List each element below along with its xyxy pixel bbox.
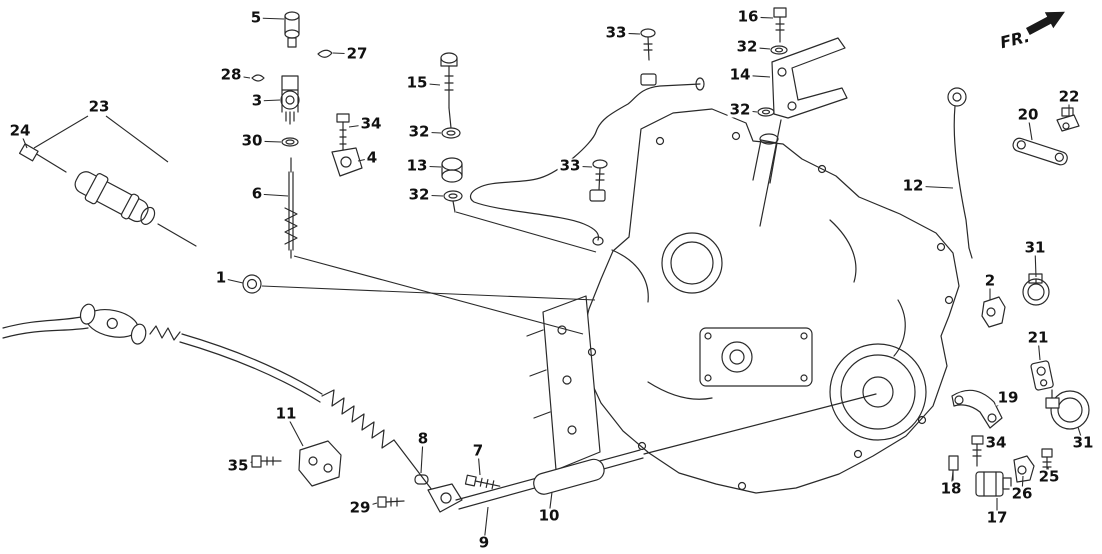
part-callout: 32 [734, 37, 760, 56]
part-callout: 20 [1015, 105, 1041, 124]
part-callout: 28 [218, 65, 244, 84]
part-callout: 32 [406, 185, 432, 204]
fr-direction-arrow-icon [1025, 11, 1065, 36]
part-callout: 4 [364, 148, 380, 167]
part-callout: 22 [1056, 87, 1082, 106]
part-callout: 23 [86, 97, 112, 116]
part-callout: 3 [249, 91, 265, 110]
part-callout: 21 [1025, 328, 1051, 347]
part-callout: 30 [239, 131, 265, 150]
part-callout: 12 [900, 176, 926, 195]
part-callout: 9 [476, 533, 492, 552]
part-callout: 10 [536, 506, 562, 525]
part-callout: 31 [1022, 238, 1048, 257]
transmission-case [526, 108, 960, 494]
part-callout: 33 [557, 156, 583, 175]
part-callout: 29 [347, 498, 373, 517]
part-callout: 1 [213, 268, 229, 287]
control-shaft-parts [251, 11, 363, 259]
part-callout: 6 [249, 184, 265, 203]
part-callout: 11 [273, 404, 299, 423]
part-callout: 14 [727, 65, 753, 84]
part-callout: 32 [727, 100, 753, 119]
bolt-15-washer-stack [440, 52, 463, 213]
dipstick [947, 87, 973, 259]
part-callout: 25 [1036, 467, 1062, 486]
part-callout: 35 [225, 456, 251, 475]
part-callout: 31 [1070, 433, 1096, 452]
breather-pipe [469, 28, 705, 246]
shift-cable [2, 303, 433, 491]
part-callout: 2 [982, 271, 998, 290]
throttle-cable-assembly [18, 143, 197, 247]
linkage-bracket-parts [948, 389, 1053, 497]
part-callout: 26 [1009, 484, 1035, 503]
part-callout: 5 [248, 8, 264, 27]
clamp-and-lever-parts [981, 107, 1090, 430]
part-callout: 7 [470, 441, 486, 460]
part-callout: 13 [404, 156, 430, 175]
part-callout: 18 [938, 479, 964, 498]
shift-rod-parts [242, 274, 877, 513]
part-callout: 34 [983, 433, 1009, 452]
part-callout: 34 [358, 114, 384, 133]
part-callout: 19 [995, 388, 1021, 407]
part-callout: 15 [404, 73, 430, 92]
part-callout: 17 [984, 508, 1010, 527]
part-callout: 8 [415, 429, 431, 448]
part-callout: 16 [735, 7, 761, 26]
part-callout: 33 [603, 23, 629, 42]
part-callout: 24 [7, 121, 33, 140]
part-callout: 27 [344, 44, 370, 63]
bracket-14-parts [757, 7, 848, 227]
part-callout: 32 [406, 122, 432, 141]
